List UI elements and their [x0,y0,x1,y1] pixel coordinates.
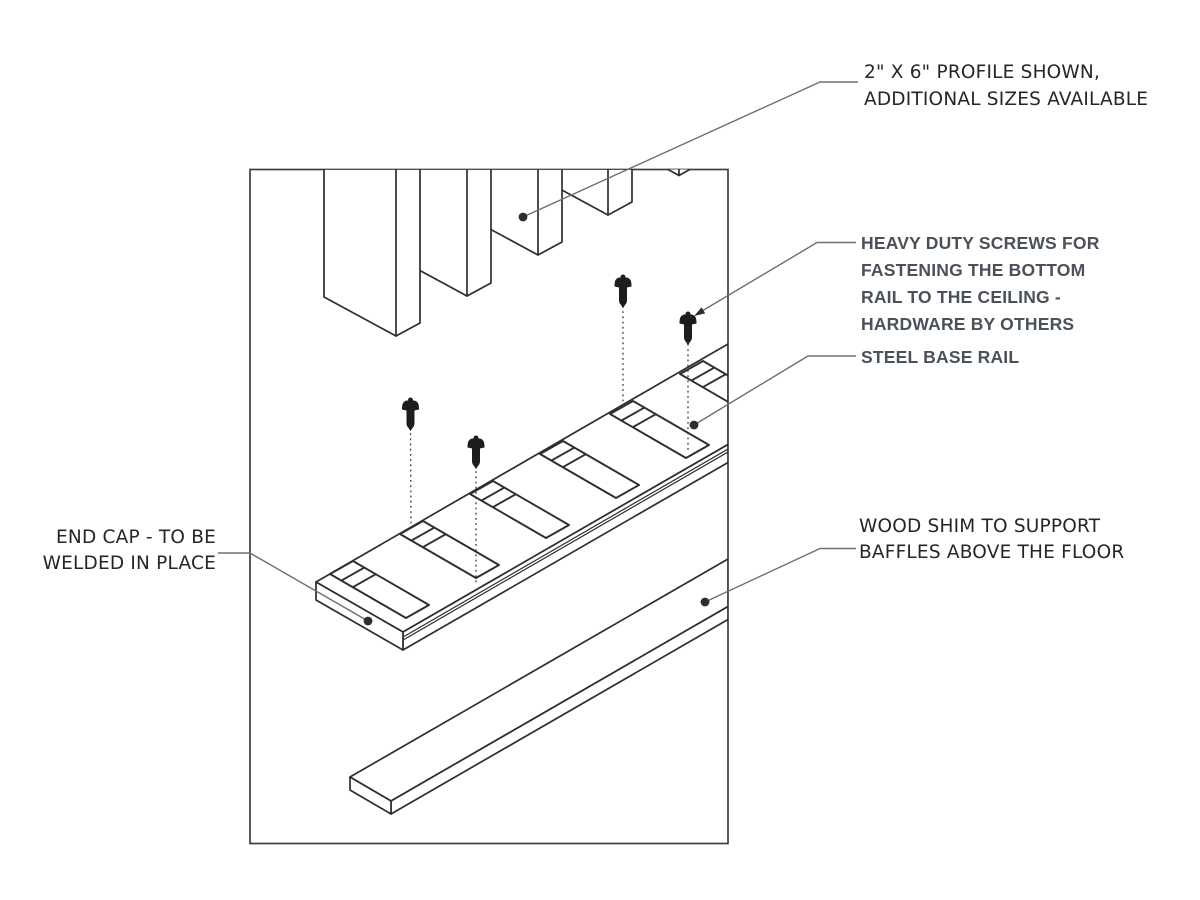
rail-edge-stripe [403,448,728,641]
leader-arrowhead-screws [694,307,706,316]
rail-slot-2 [399,520,500,579]
annotation-profile: 2" X 6" PROFILE SHOWN, ADDITIONAL SIZES … [864,62,1149,110]
annotation-wood-shim: WOOD SHIM TO SUPPORT BAFFLES ABOVE THE F… [859,516,1125,563]
leader-dot-rail [689,420,699,430]
wood-shim [349,558,728,815]
leader-rail [689,355,856,430]
shim-front-face [390,605,728,815]
baffle-1 [323,169,421,337]
baffle-5 [666,169,692,177]
screw-icon-4 [679,311,697,345]
annotation-screws: HEAVY DUTY SCREWS FOR FASTENING THE BOTT… [861,233,1100,334]
leader-dot-shim [700,597,710,607]
leader-profile [518,81,858,222]
leader-shim [700,547,856,607]
screw-projection-line-1 [409,427,412,528]
leader-dot-profile [518,212,528,222]
shim-end-face [349,776,392,815]
leader-dot-endcap [363,616,373,626]
screw-icon-2 [467,435,485,469]
rail-slot-5 [609,400,710,459]
rail-slot-4 [539,440,640,499]
annotation-end-cap: END CAP - TO BE WELDED IN PLACE [42,527,216,574]
steel-base-rail [315,343,728,651]
leader-endcap [218,552,373,626]
leader-screws [694,241,856,316]
annotation-steel-base-rail: STEEL BASE RAIL [861,347,1020,367]
screw-icon-1 [402,397,419,431]
screw-icon-3 [614,274,632,308]
rail-slot-3 [469,480,570,539]
rail-slot-1 [329,560,430,619]
rail-slot-6 [679,360,728,403]
